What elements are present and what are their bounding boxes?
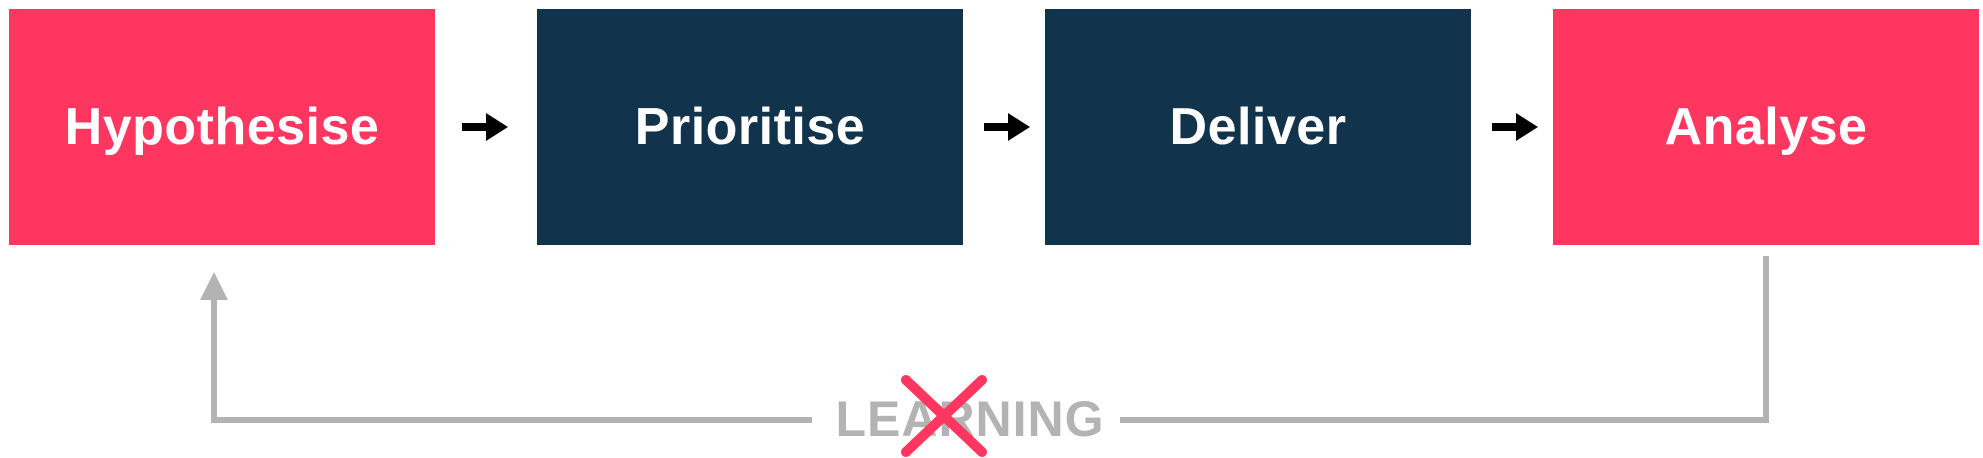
step-hypothesise-label: Hypothesise [64, 98, 380, 156]
step-analyse-label: Analyse [1664, 98, 1868, 156]
arrow-right-icon [1492, 113, 1538, 141]
arrow-right-icon [984, 113, 1030, 141]
step-deliver-label: Deliver [1169, 98, 1347, 156]
arrow-right-icon [462, 113, 508, 141]
step-hypothesise: Hypothesise [9, 9, 435, 245]
step-analyse: Analyse [1553, 9, 1979, 245]
loop-arrow-up-icon [200, 272, 228, 300]
step-prioritise-label: Prioritise [634, 98, 866, 156]
cross-out-icon [901, 375, 987, 457]
step-prioritise: Prioritise [537, 9, 963, 245]
step-deliver: Deliver [1045, 9, 1471, 245]
